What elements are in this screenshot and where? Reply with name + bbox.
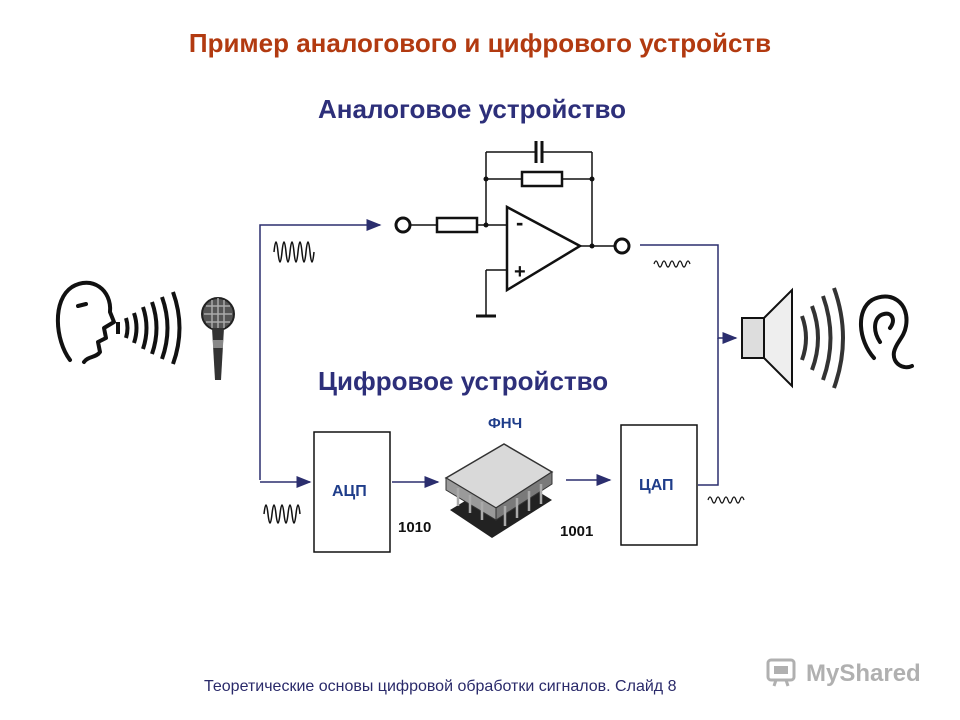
analog-output-waveform [653, 260, 691, 268]
watermark-text: MyShared [806, 660, 921, 687]
dac-label: ЦАП [639, 477, 674, 494]
output-wires [640, 244, 738, 486]
adc-label: АЦП [332, 483, 367, 500]
input-code-label: 1010 [398, 519, 431, 536]
adc-block [313, 431, 391, 553]
circuit-junctions [483, 176, 595, 249]
dac-block [620, 424, 698, 546]
speaking-person-icon [55, 280, 116, 364]
analog-device-heading: Аналоговое устройство [318, 94, 627, 124]
microphone-icon [201, 297, 235, 380]
input-wires [259, 219, 382, 488]
amplifier-circuit [394, 141, 631, 318]
loudspeaker-icon [741, 287, 845, 389]
opamp-plus-sign: + [514, 261, 526, 283]
digital-input-waveform [263, 504, 301, 524]
analog-input-waveform [273, 241, 315, 263]
microchip-icon [444, 443, 554, 538]
digital-output-waveform [707, 496, 745, 504]
sound-waves-icon [116, 291, 182, 365]
filter-label: ФНЧ [488, 415, 522, 432]
opamp-minus-sign: - [516, 210, 523, 235]
slide-footer: Теоретические основы цифровой обработки … [204, 678, 677, 695]
slide-title: Пример аналогового и цифрового устройств [188, 28, 772, 58]
output-code-label: 1001 [560, 523, 593, 540]
watermark-logo-icon [766, 658, 796, 687]
digital-device-heading: Цифровое устройство [318, 366, 609, 396]
ear-icon [858, 294, 914, 370]
